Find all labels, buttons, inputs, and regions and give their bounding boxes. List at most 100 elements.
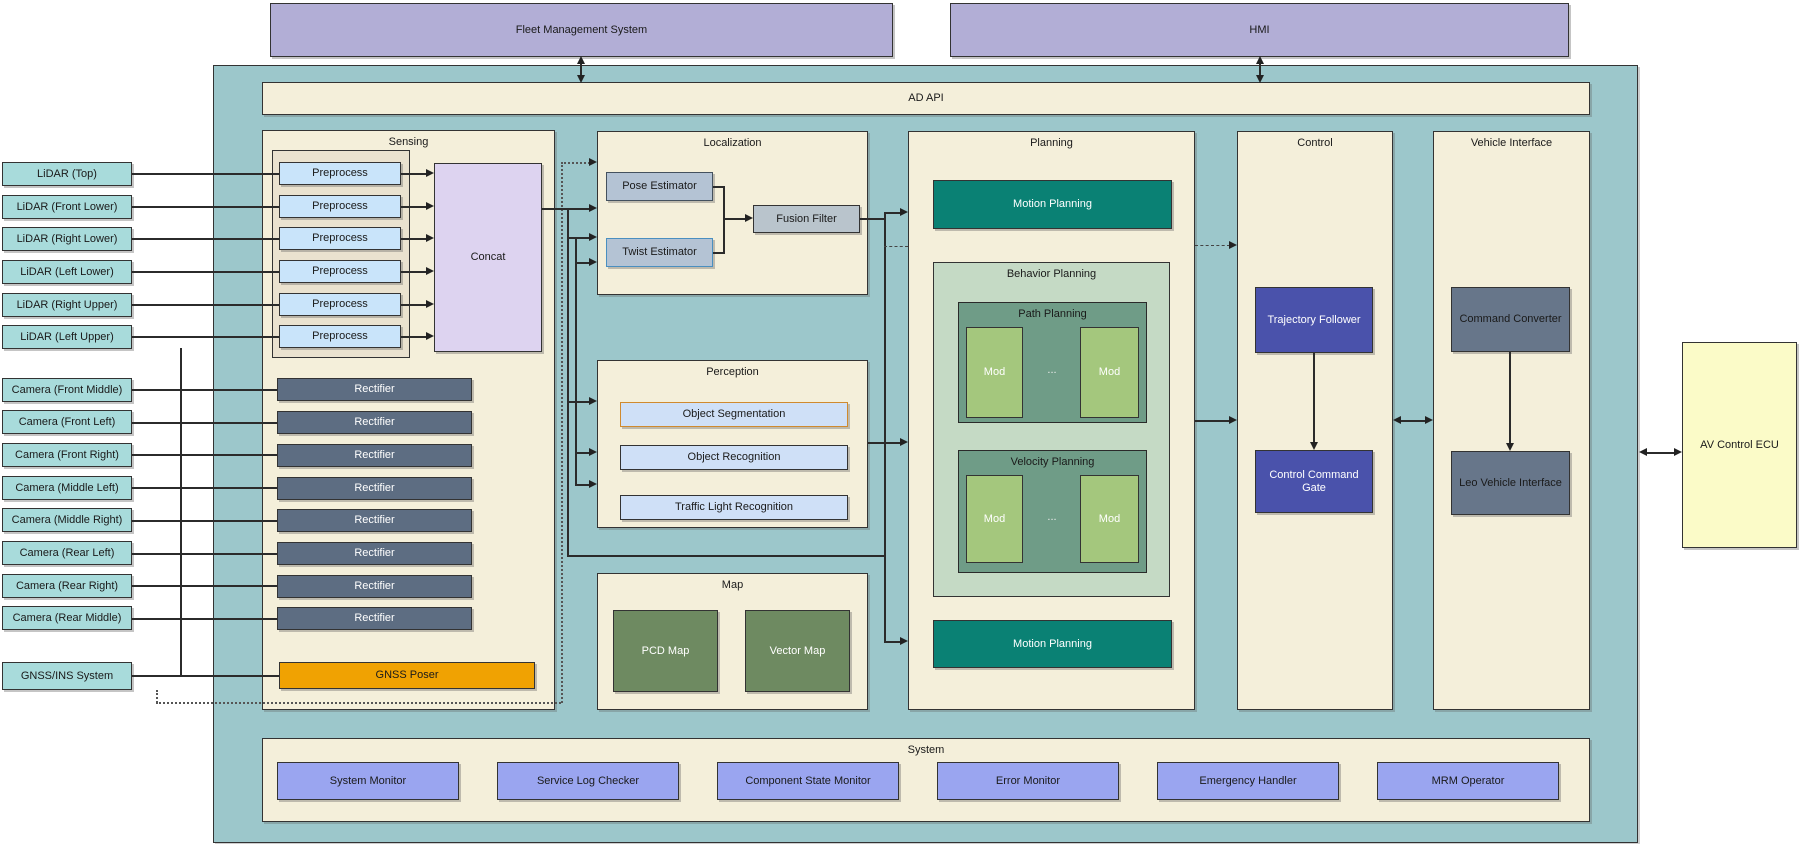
path-mod-box: Mod xyxy=(1080,327,1139,418)
input-camera-rear-middle: Camera (Rear Middle) xyxy=(2,606,132,630)
connector xyxy=(132,585,277,587)
input-camera-rear-right: Camera (Rear Right) xyxy=(2,574,132,598)
rectifier-box: Rectifier xyxy=(277,477,472,500)
motion-planning-label: Motion Planning xyxy=(1013,637,1092,650)
input-label: Camera (Rear Right) xyxy=(15,579,119,592)
input-lidar-top: LiDAR (Top) xyxy=(2,162,132,186)
preprocess-box: Preprocess xyxy=(279,293,401,316)
rectifier-box: Rectifier xyxy=(277,509,472,532)
pose-estimator-box: Pose Estimator xyxy=(606,172,713,201)
sensing-title: Sensing xyxy=(388,136,429,148)
connector xyxy=(723,218,746,220)
connector xyxy=(132,454,277,456)
command-converter-box: Command Converter xyxy=(1451,287,1570,352)
system-item-label: Component State Monitor xyxy=(745,774,871,787)
twist-estimator-box: Twist Estimator xyxy=(606,238,713,267)
vehicle-interface-panel: Vehicle Interface xyxy=(1433,131,1590,710)
connector xyxy=(575,237,577,485)
connector xyxy=(401,173,427,175)
arrow-up xyxy=(577,56,585,64)
input-label: LiDAR (Right Lower) xyxy=(16,232,118,245)
hmi-label: HMI xyxy=(1249,23,1270,36)
input-label: LiDAR (Right Upper) xyxy=(16,298,118,311)
trajectory-follower-label: Trajectory Follower xyxy=(1267,313,1361,326)
connector xyxy=(1509,352,1511,444)
velocity-mod-ellipsis: ... xyxy=(1047,511,1057,523)
connector xyxy=(575,452,590,454)
arrow-right xyxy=(589,158,597,166)
preprocess-label: Preprocess xyxy=(312,265,368,278)
rectifier-label: Rectifier xyxy=(354,449,395,462)
rectifier-box: Rectifier xyxy=(277,411,472,434)
av-control-ecu-label: AV Control ECU xyxy=(1700,438,1779,451)
connector xyxy=(884,212,901,214)
arrow-left xyxy=(1393,416,1401,424)
preprocess-label: Preprocess xyxy=(312,232,368,245)
map-title: Map xyxy=(721,579,744,591)
connector xyxy=(132,389,277,391)
input-camera-front-right: Camera (Front Right) xyxy=(2,443,132,467)
leo-vehicle-interface-label: Leo Vehicle Interface xyxy=(1459,476,1562,489)
hmi-box: HMI xyxy=(950,3,1569,57)
velocity-mod-box: Mod xyxy=(1080,475,1139,563)
object-segmentation-box: Object Segmentation xyxy=(620,402,848,427)
vector-map-box: Vector Map xyxy=(745,610,850,692)
input-camera-middle-right: Camera (Middle Right) xyxy=(2,508,132,532)
gnss-poser-box: GNSS Poser xyxy=(279,662,535,689)
connector xyxy=(132,238,279,240)
connector xyxy=(1399,420,1427,422)
preprocess-label: Preprocess xyxy=(312,167,368,180)
dotted-connector xyxy=(561,162,590,164)
arrow-right xyxy=(900,637,908,645)
connector xyxy=(180,348,182,676)
arrow-right xyxy=(1229,416,1237,424)
connector xyxy=(132,206,279,208)
system-item-label: System Monitor xyxy=(329,774,407,787)
arrow-right xyxy=(1674,448,1682,456)
planning-title: Planning xyxy=(1030,137,1073,149)
component-state-monitor-box: Component State Monitor xyxy=(717,762,899,800)
connector xyxy=(884,212,886,642)
vector-map-label: Vector Map xyxy=(769,644,826,657)
preprocess-label: Preprocess xyxy=(312,298,368,311)
arrow-right xyxy=(426,234,434,242)
input-label: Camera (Front Middle) xyxy=(11,383,123,396)
twist-estimator-label: Twist Estimator xyxy=(622,246,697,259)
control-title: Control xyxy=(1297,137,1333,149)
rectifier-label: Rectifier xyxy=(354,482,395,495)
input-label: Camera (Middle Left) xyxy=(15,481,119,494)
arrow-up xyxy=(1256,56,1264,64)
input-label: LiDAR (Top) xyxy=(37,167,97,180)
arrow-down xyxy=(1256,75,1264,83)
velocity-mod-box: Mod xyxy=(966,475,1023,563)
connector xyxy=(1313,353,1315,444)
trajectory-follower-box: Trajectory Follower xyxy=(1255,287,1373,353)
path-mod-ellipsis: ... xyxy=(1047,364,1057,376)
input-gnss-ins-system: GNSS/INS System xyxy=(2,662,132,690)
arrow-right xyxy=(426,300,434,308)
arrow-right xyxy=(900,438,908,446)
dotted-connector xyxy=(561,162,563,703)
path-mod-box: Mod xyxy=(966,327,1023,418)
arrow-right xyxy=(426,267,434,275)
fleet-management-system-label: Fleet Management System xyxy=(515,23,648,36)
motion-planning-top-box: Motion Planning xyxy=(933,180,1172,229)
dashed-connector xyxy=(1195,245,1230,246)
input-camera-rear-left: Camera (Rear Left) xyxy=(2,541,132,565)
rectifier-box: Rectifier xyxy=(277,444,472,467)
input-label: GNSS/INS System xyxy=(20,669,114,682)
connector xyxy=(132,336,279,338)
error-monitor-box: Error Monitor xyxy=(937,762,1119,800)
input-label: LiDAR (Front Lower) xyxy=(16,200,118,213)
vehicle-interface-title: Vehicle Interface xyxy=(1470,137,1553,149)
input-label: Camera (Rear Middle) xyxy=(12,611,122,624)
preprocess-box: Preprocess xyxy=(279,162,401,185)
object-recognition-box: Object Recognition xyxy=(620,445,848,470)
arrow-right xyxy=(1229,241,1237,249)
arrow-right xyxy=(589,480,597,488)
arrow-right xyxy=(589,258,597,266)
dotted-connector xyxy=(156,702,561,704)
input-label: Camera (Front Right) xyxy=(15,448,119,461)
connector xyxy=(575,262,590,264)
input-label: Camera (Front Left) xyxy=(18,415,116,428)
